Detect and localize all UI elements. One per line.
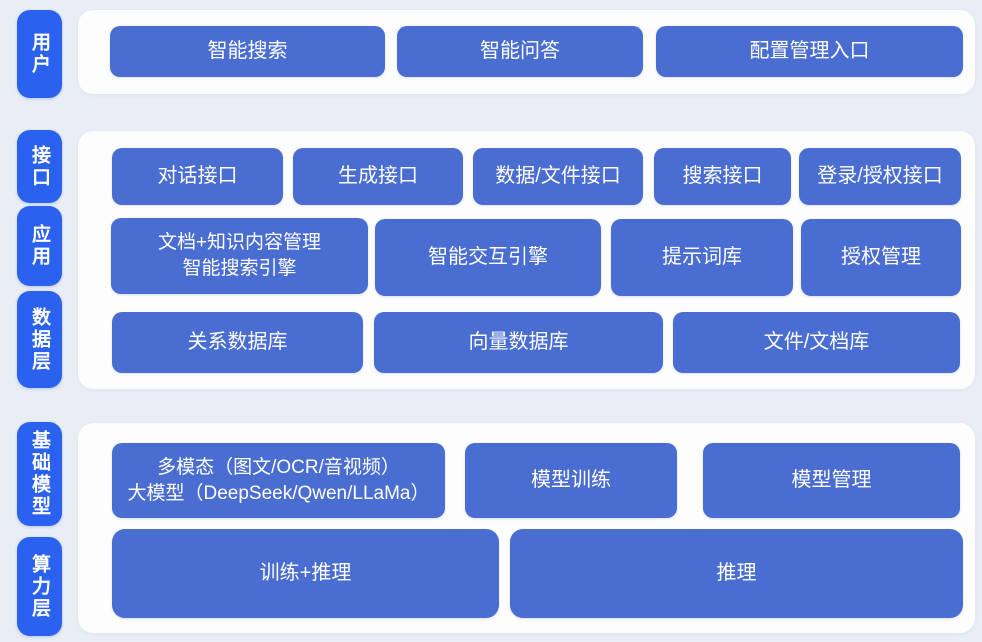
block-generation-api: 生成接口: [293, 148, 463, 205]
block-smart-search: 智能搜索: [110, 26, 385, 77]
block-prompt-library-label: 提示词库: [662, 246, 742, 268]
block-dialog-api: 对话接口: [112, 148, 283, 205]
layer-label-interface: 接口: [17, 130, 62, 203]
block-login-auth-api-label: 登录/授权接口: [817, 165, 943, 187]
block-doc-knowledge-line1: 文档+知识内容管理: [157, 232, 322, 254]
block-data-file-api: 数据/文件接口: [473, 148, 643, 205]
block-smart-qa: 智能问答: [397, 26, 643, 77]
block-multimodal-llm-line2: 大模型（DeepSeek/Qwen/LLaMa）: [127, 482, 430, 504]
block-vector-db-label: 向量数据库: [468, 331, 569, 353]
layer-label-user-text: 用户: [29, 32, 50, 76]
block-vector-db: 向量数据库: [374, 312, 663, 373]
block-file-doc-library: 文件/文档库: [673, 312, 960, 373]
layer-label-foundation-model: 基础模型: [17, 422, 62, 526]
block-model-management-label: 模型管理: [791, 469, 872, 491]
layer-label-application: 应用: [17, 206, 62, 286]
block-doc-knowledge-line2: 智能搜索引擎: [182, 258, 297, 279]
block-auth-management-label: 授权管理: [841, 246, 921, 268]
block-file-doc-library-label: 文件/文档库: [763, 331, 870, 353]
block-doc-knowledge-management: 文档+知识内容管理 智能搜索引擎: [111, 218, 368, 294]
layer-label-compute-text: 算力层: [29, 553, 50, 620]
block-interactive-engine-label: 智能交互引擎: [428, 246, 548, 268]
block-inference-label: 推理: [716, 562, 757, 584]
block-auth-management: 授权管理: [801, 219, 961, 296]
block-search-api-label: 搜索接口: [682, 165, 763, 187]
block-generation-api-label: 生成接口: [338, 165, 418, 187]
block-model-training-label: 模型训练: [531, 469, 611, 491]
layer-label-user: 用户: [17, 10, 62, 98]
block-model-management: 模型管理: [703, 443, 960, 518]
block-multimodal-llm: 多模态（图文/OCR/音视频） 大模型（DeepSeek/Qwen/LLaMa）: [112, 443, 445, 518]
block-prompt-library: 提示词库: [611, 219, 793, 296]
layer-label-data-text: 数据层: [29, 306, 50, 373]
block-interactive-engine: 智能交互引擎: [375, 219, 601, 296]
block-smart-search-label: 智能搜索: [207, 40, 288, 62]
block-relational-db: 关系数据库: [112, 312, 363, 373]
block-search-api: 搜索接口: [654, 148, 791, 205]
block-multimodal-llm-line1: 多模态（图文/OCR/音视频）: [157, 456, 400, 478]
block-config-management-entry: 配置管理入口: [656, 26, 963, 77]
block-inference: 推理: [510, 529, 963, 618]
block-login-auth-api: 登录/授权接口: [799, 148, 961, 205]
block-training-plus-inference: 训练+推理: [112, 529, 499, 618]
block-dialog-api-label: 对话接口: [157, 165, 238, 187]
block-data-file-api-label: 数据/文件接口: [495, 165, 621, 187]
block-smart-qa-label: 智能问答: [480, 40, 560, 62]
block-relational-db-label: 关系数据库: [187, 331, 288, 353]
layer-label-foundation-model-text: 基础模型: [29, 430, 50, 518]
layer-label-interface-text: 接口: [29, 144, 50, 189]
layer-label-application-text: 应用: [29, 224, 50, 268]
block-training-plus-inference-label: 训练+推理: [259, 562, 352, 584]
block-config-management-entry-label: 配置管理入口: [749, 40, 870, 62]
block-model-training: 模型训练: [465, 443, 677, 518]
layer-label-compute: 算力层: [17, 537, 62, 636]
layer-label-data: 数据层: [17, 291, 62, 388]
